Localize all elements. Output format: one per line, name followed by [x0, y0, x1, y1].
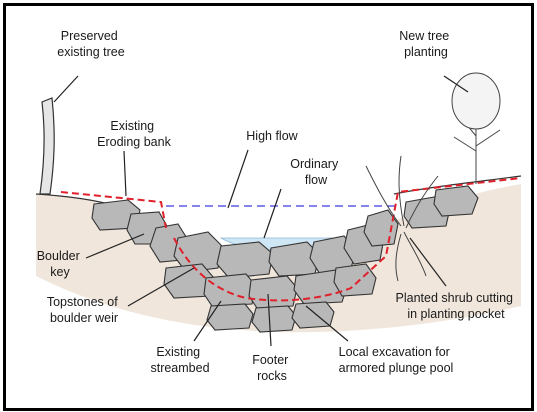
label-high-flow: High flow	[246, 129, 298, 143]
label-footer-rocks: Footer rocks	[252, 353, 292, 383]
label-local-excavation: Local excavation for armored plunge pool	[339, 345, 454, 375]
new-tree	[452, 73, 500, 184]
label-ordinary-flow: Ordinary flow	[290, 157, 341, 187]
label-existing-bank: Existing Eroding bank	[97, 119, 171, 149]
diagram-frame: Preserved existing tree New tree plantin…	[3, 3, 534, 411]
label-topstones: Topstones of boulder weir	[47, 295, 121, 325]
preserved-tree-trunk	[40, 98, 54, 194]
stream-cross-section-diagram: Preserved existing tree New tree plantin…	[6, 6, 531, 408]
label-existing-streambed: Existing streambed	[150, 345, 209, 375]
label-preserved-tree: Preserved existing tree	[57, 29, 124, 59]
label-new-tree: New tree planting	[399, 29, 453, 59]
